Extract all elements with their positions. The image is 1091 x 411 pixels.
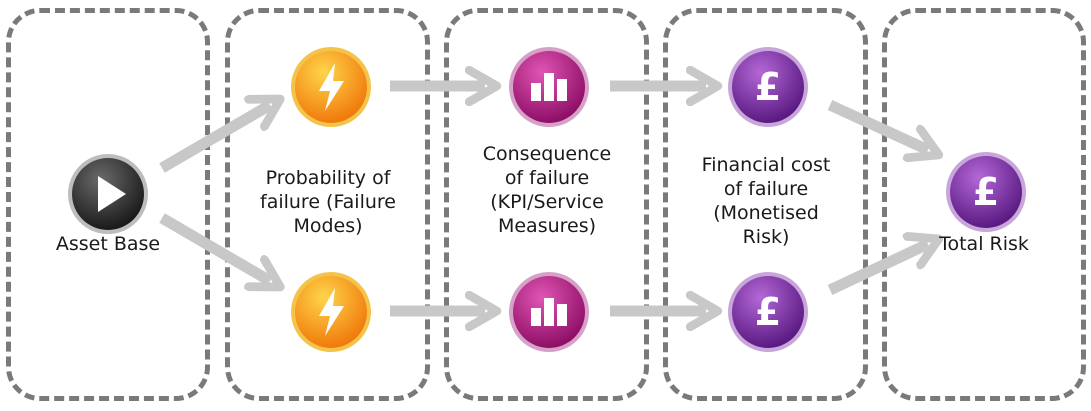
label-asset-base: Asset Base [55, 233, 161, 255]
svg-text:£: £ [973, 170, 999, 214]
label-consequence-of-failure: Consequence of failure (KPI/Service Meas… [482, 143, 612, 237]
lightning-icon-top [291, 47, 371, 127]
column-box-consequence [444, 8, 649, 401]
column-box-asset-base [6, 8, 210, 401]
column-box-total-risk [882, 8, 1086, 401]
bar-chart-icon-top [509, 47, 589, 127]
label-probability-of-failure: Probability of failure (Failure Modes) [260, 167, 396, 237]
pound-icon-top: £ [728, 47, 808, 127]
bar-chart-icon-bottom [509, 272, 589, 352]
column-box-probability [225, 8, 430, 401]
column-box-financial-cost [663, 8, 868, 401]
svg-text:£: £ [755, 65, 781, 109]
arrow-financial-to-total-bottom [827, 244, 928, 295]
label-total-risk: Total Risk [939, 233, 1029, 255]
pound-icon-bottom: £ [728, 272, 808, 352]
label-financial-cost-of-failure: Financial cost of failure (Monetised Ris… [701, 154, 831, 248]
lightning-icon-bottom [291, 272, 371, 352]
arrow-asset-to-probability-bottom [159, 213, 270, 281]
play-icon [68, 154, 148, 234]
svg-text:£: £ [755, 290, 781, 334]
arrow-financial-to-total-top [827, 100, 928, 150]
pound-icon-total: £ [946, 152, 1026, 232]
arrow-asset-to-probability-top [159, 105, 270, 173]
